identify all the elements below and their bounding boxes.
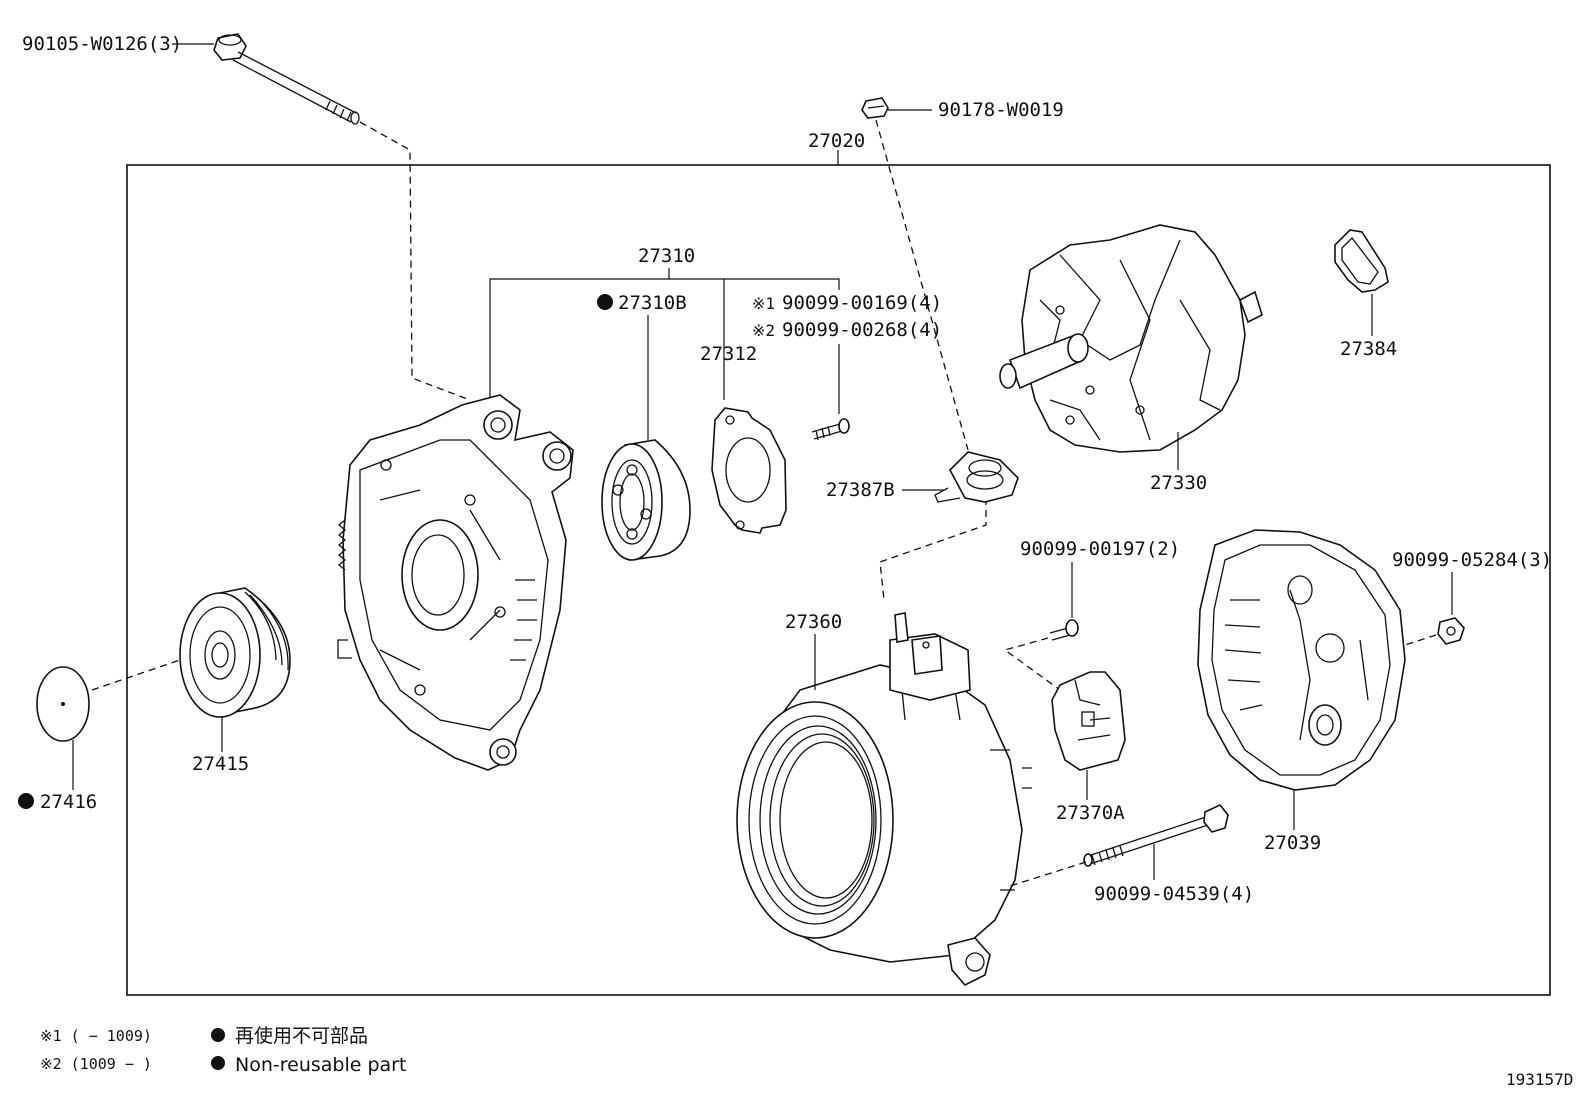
bearing-label[interactable]: 27310B <box>618 292 687 314</box>
legend-dot-en <box>211 1056 225 1070</box>
bolt-top-label[interactable]: 90105-W0126(3) <box>22 33 182 55</box>
regulator-label[interactable]: 27370A <box>1056 802 1125 824</box>
retainer-label[interactable]: 27312 <box>700 343 757 365</box>
screw-a-label[interactable]: 90099-00169(4) <box>782 292 942 314</box>
stator-part[interactable] <box>736 612 1032 986</box>
note2-marker-a: ※2 <box>752 321 775 340</box>
note1-marker-a: ※1 <box>752 294 775 313</box>
ring-label[interactable]: 27384 <box>1340 338 1397 360</box>
legend-note2: ※2 (1009 − ) <box>40 1055 152 1073</box>
nut-c-part[interactable] <box>1437 617 1465 645</box>
stator-label[interactable]: 27360 <box>785 611 842 633</box>
nut-top-part[interactable] <box>861 97 889 119</box>
insulator-part[interactable] <box>934 451 1019 503</box>
nut-c-label[interactable]: 90099-05284(3) <box>1392 549 1552 571</box>
through-bolt-part[interactable] <box>1083 804 1229 867</box>
bearing-nonreusable-dot <box>597 294 613 310</box>
nut-top-label[interactable]: 90178-W0019 <box>938 99 1064 121</box>
cap-label[interactable]: 27416 <box>40 791 97 813</box>
legend-nonreusable-jp: 再使用不可部品 <box>235 1025 368 1047</box>
insulator-label[interactable]: 27387B <box>826 479 895 501</box>
retainer-plate-part[interactable] <box>711 407 787 534</box>
front-frame-part[interactable] <box>337 394 574 771</box>
screw-c-label[interactable]: 90099-00197(2) <box>1020 538 1180 560</box>
rear-cover-label[interactable]: 27039 <box>1264 832 1321 854</box>
screw-c-part[interactable] <box>1049 619 1079 641</box>
legend-note1: ※1 ( − 1009) <box>40 1027 152 1045</box>
legend-dot-jp <box>211 1028 225 1042</box>
cap-nonreusable-dot <box>18 793 34 809</box>
screw-ab-part[interactable] <box>811 418 850 441</box>
rear-cover-part[interactable] <box>1197 529 1406 791</box>
bearing-part[interactable] <box>601 439 691 561</box>
bolt-top-part[interactable] <box>213 33 360 125</box>
figure-id: 193157D <box>1506 1070 1573 1089</box>
through-bolt-label[interactable]: 90099-04539(4) <box>1094 883 1254 905</box>
rotor-part[interactable] <box>999 224 1263 453</box>
screw-b-label[interactable]: 90099-00268(4) <box>782 319 942 341</box>
legend-nonreusable-en: Non-reusable part <box>235 1054 406 1076</box>
rotor-label[interactable]: 27330 <box>1150 472 1207 494</box>
frame-label[interactable]: 27310 <box>638 245 695 267</box>
regulator-part[interactable] <box>1051 671 1126 771</box>
cap-part[interactable] <box>36 666 90 742</box>
assembly-number-label[interactable]: 27020 <box>808 130 865 152</box>
pulley-part[interactable] <box>179 587 291 718</box>
pulley-label[interactable]: 27415 <box>192 753 249 775</box>
ring-part[interactable] <box>1334 229 1389 293</box>
